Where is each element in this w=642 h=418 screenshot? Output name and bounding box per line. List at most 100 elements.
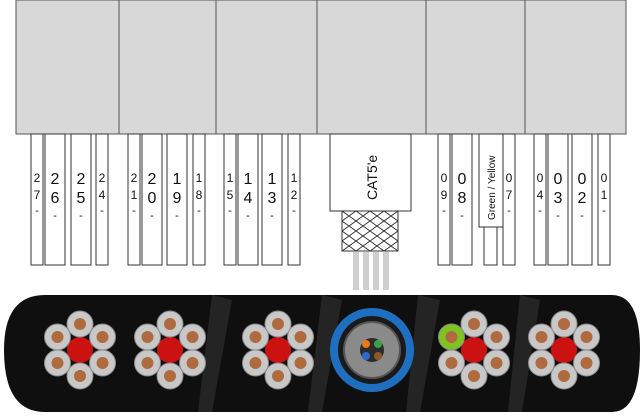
copper-conductor bbox=[186, 357, 199, 369]
tag-digit: 5 bbox=[227, 188, 234, 202]
tag-digit: 8 bbox=[458, 190, 467, 207]
copper-conductor bbox=[468, 318, 480, 330]
copper-conductor bbox=[51, 357, 64, 369]
tag-digit: 2 bbox=[131, 171, 138, 185]
tag-digit: 1 bbox=[131, 188, 138, 202]
tag-dash: - bbox=[197, 205, 201, 217]
tag-digit: 1 bbox=[244, 171, 253, 188]
bundle-core bbox=[265, 337, 291, 363]
panel-row bbox=[15, 0, 627, 135]
conductor-bundle-5 bbox=[527, 310, 601, 390]
tag-digit: 1 bbox=[196, 171, 203, 185]
conductor-bundle-1 bbox=[43, 310, 117, 390]
wire-tag-25: 25- bbox=[70, 133, 92, 266]
wire-tag-12: 1 2 - bbox=[287, 133, 301, 266]
copper-conductor bbox=[558, 370, 570, 382]
panel-6 bbox=[524, 0, 627, 135]
tag-digit: 1 bbox=[173, 171, 182, 188]
copper-conductor bbox=[186, 331, 199, 343]
copper-conductor bbox=[580, 357, 593, 369]
bundle-core bbox=[157, 337, 183, 363]
cat5-label: CAT5'e bbox=[364, 155, 380, 200]
tag-dash: - bbox=[53, 210, 57, 222]
copper-conductor bbox=[558, 318, 570, 330]
tag-digit: 1 bbox=[601, 188, 608, 202]
cat5-cable-section bbox=[330, 308, 414, 392]
bundle-core bbox=[67, 337, 93, 363]
tag-digit: 2 bbox=[99, 171, 106, 185]
wire-tag-20: 20- bbox=[141, 133, 163, 266]
copper-conductor bbox=[272, 318, 284, 330]
copper-conductor bbox=[468, 370, 480, 382]
cat5-connector-box bbox=[329, 133, 412, 212]
copper-conductor bbox=[249, 331, 262, 343]
tag-dash: - bbox=[100, 205, 104, 217]
tag-digit: 7 bbox=[506, 188, 513, 202]
tag-digit: 0 bbox=[441, 171, 448, 185]
conductor-bundles bbox=[43, 310, 601, 390]
wire-tag-21: 21- bbox=[127, 133, 141, 266]
conductor-bundle-2 bbox=[133, 310, 207, 390]
tag-digit: 4 bbox=[537, 188, 544, 202]
pair-orange-icon bbox=[362, 340, 370, 348]
bundle-core bbox=[461, 337, 487, 363]
tag-dash: - bbox=[270, 210, 274, 222]
wire-tag-13: 13- bbox=[261, 133, 283, 266]
wire-tag-07: 0 7 - bbox=[502, 133, 516, 266]
copper-conductor bbox=[141, 357, 154, 369]
pair-green-icon bbox=[374, 340, 382, 348]
tag-dash: - bbox=[175, 210, 179, 222]
copper-conductor bbox=[445, 331, 458, 343]
copper-conductor bbox=[272, 370, 284, 382]
tag-digit: 5 bbox=[77, 190, 86, 207]
tag-dash: - bbox=[35, 205, 39, 217]
copper-conductor bbox=[294, 357, 307, 369]
copper-conductor bbox=[74, 318, 86, 330]
tag-digit: 2 bbox=[291, 188, 298, 202]
tag-digit: 0 bbox=[148, 190, 157, 207]
tag-dash: - bbox=[507, 205, 511, 217]
copper-conductor bbox=[249, 357, 262, 369]
wire-tag-14: 14- bbox=[237, 133, 259, 266]
copper-conductor bbox=[294, 331, 307, 343]
copper-conductor bbox=[164, 318, 176, 330]
tag-digit: 2 bbox=[34, 171, 41, 185]
copper-conductor bbox=[445, 357, 458, 369]
wire-tag-02: 02- bbox=[571, 133, 593, 266]
pair-blue-icon bbox=[362, 352, 370, 360]
tag-dash: - bbox=[292, 205, 296, 217]
tag-digit: 4 bbox=[99, 188, 106, 202]
cable-grommet bbox=[341, 210, 399, 252]
panel-1 bbox=[15, 0, 120, 135]
wire-tag-08: 08- bbox=[451, 133, 473, 266]
copper-conductor bbox=[535, 331, 548, 343]
wire-tag-03: 03- bbox=[547, 133, 569, 266]
earth-label: Green / Yellow bbox=[487, 155, 498, 220]
copper-conductor bbox=[96, 357, 109, 369]
tag-dash: - bbox=[246, 210, 250, 222]
bundle-core bbox=[551, 337, 577, 363]
tag-digit: 1 bbox=[227, 171, 234, 185]
tag-digit: 9 bbox=[173, 190, 182, 207]
panel-3 bbox=[215, 0, 318, 135]
tag-digit: 9 bbox=[441, 188, 448, 202]
wire-tag-01: 01- bbox=[597, 133, 611, 266]
tag-digit: 0 bbox=[554, 171, 563, 188]
tag-digit: 8 bbox=[196, 188, 203, 202]
tag-dash: - bbox=[442, 205, 446, 217]
tag-digit: 0 bbox=[506, 171, 513, 185]
tag-digit: 7 bbox=[34, 188, 41, 202]
earth-wire bbox=[483, 226, 498, 266]
tag-dash: - bbox=[602, 205, 606, 217]
tag-digit: 2 bbox=[51, 171, 60, 188]
tag-digit: 6 bbox=[51, 190, 60, 207]
panel-2 bbox=[118, 0, 217, 135]
panel-5 bbox=[425, 0, 526, 135]
tag-dash: - bbox=[556, 210, 560, 222]
copper-conductor bbox=[164, 370, 176, 382]
tag-digit: 1 bbox=[268, 171, 277, 188]
copper-conductor bbox=[490, 357, 503, 369]
wire-tag-24: 2 4 - bbox=[95, 133, 109, 266]
tag-digit: 1 bbox=[291, 171, 298, 185]
